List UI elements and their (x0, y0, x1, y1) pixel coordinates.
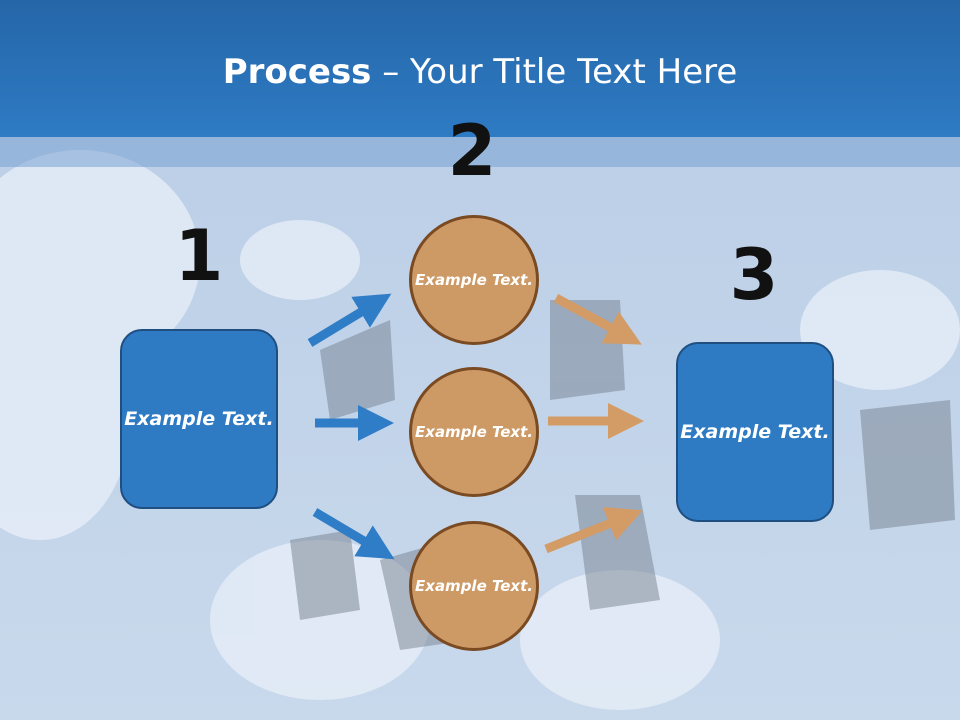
header-band (0, 137, 960, 167)
arrow-blue-down (312, 508, 395, 560)
left-box-text: Example Text. (124, 407, 274, 430)
circle-top-text: Example Text. (415, 270, 533, 289)
arrow-blue-up (307, 293, 392, 347)
title-rest: – Your Title Text Here (371, 52, 738, 92)
step-number-3: 3 (729, 234, 779, 316)
header-bar (0, 0, 960, 137)
arrow-orange-up (544, 506, 643, 554)
step-number-2: 2 (447, 110, 497, 192)
slide-title: Process – Your Title Text Here (0, 52, 960, 92)
arrow-orange-down (553, 294, 642, 345)
right-box: Example Text. (676, 342, 834, 522)
left-box: Example Text. (120, 329, 278, 509)
circle-middle: Example Text. (409, 367, 539, 497)
circle-middle-text: Example Text. (415, 422, 533, 441)
circle-bottom-text: Example Text. (415, 576, 533, 595)
circle-bottom: Example Text. (409, 521, 539, 651)
circle-top: Example Text. (409, 215, 539, 345)
right-box-text: Example Text. (680, 420, 830, 443)
step-number-1: 1 (174, 215, 224, 297)
title-bold: Process (222, 52, 372, 92)
